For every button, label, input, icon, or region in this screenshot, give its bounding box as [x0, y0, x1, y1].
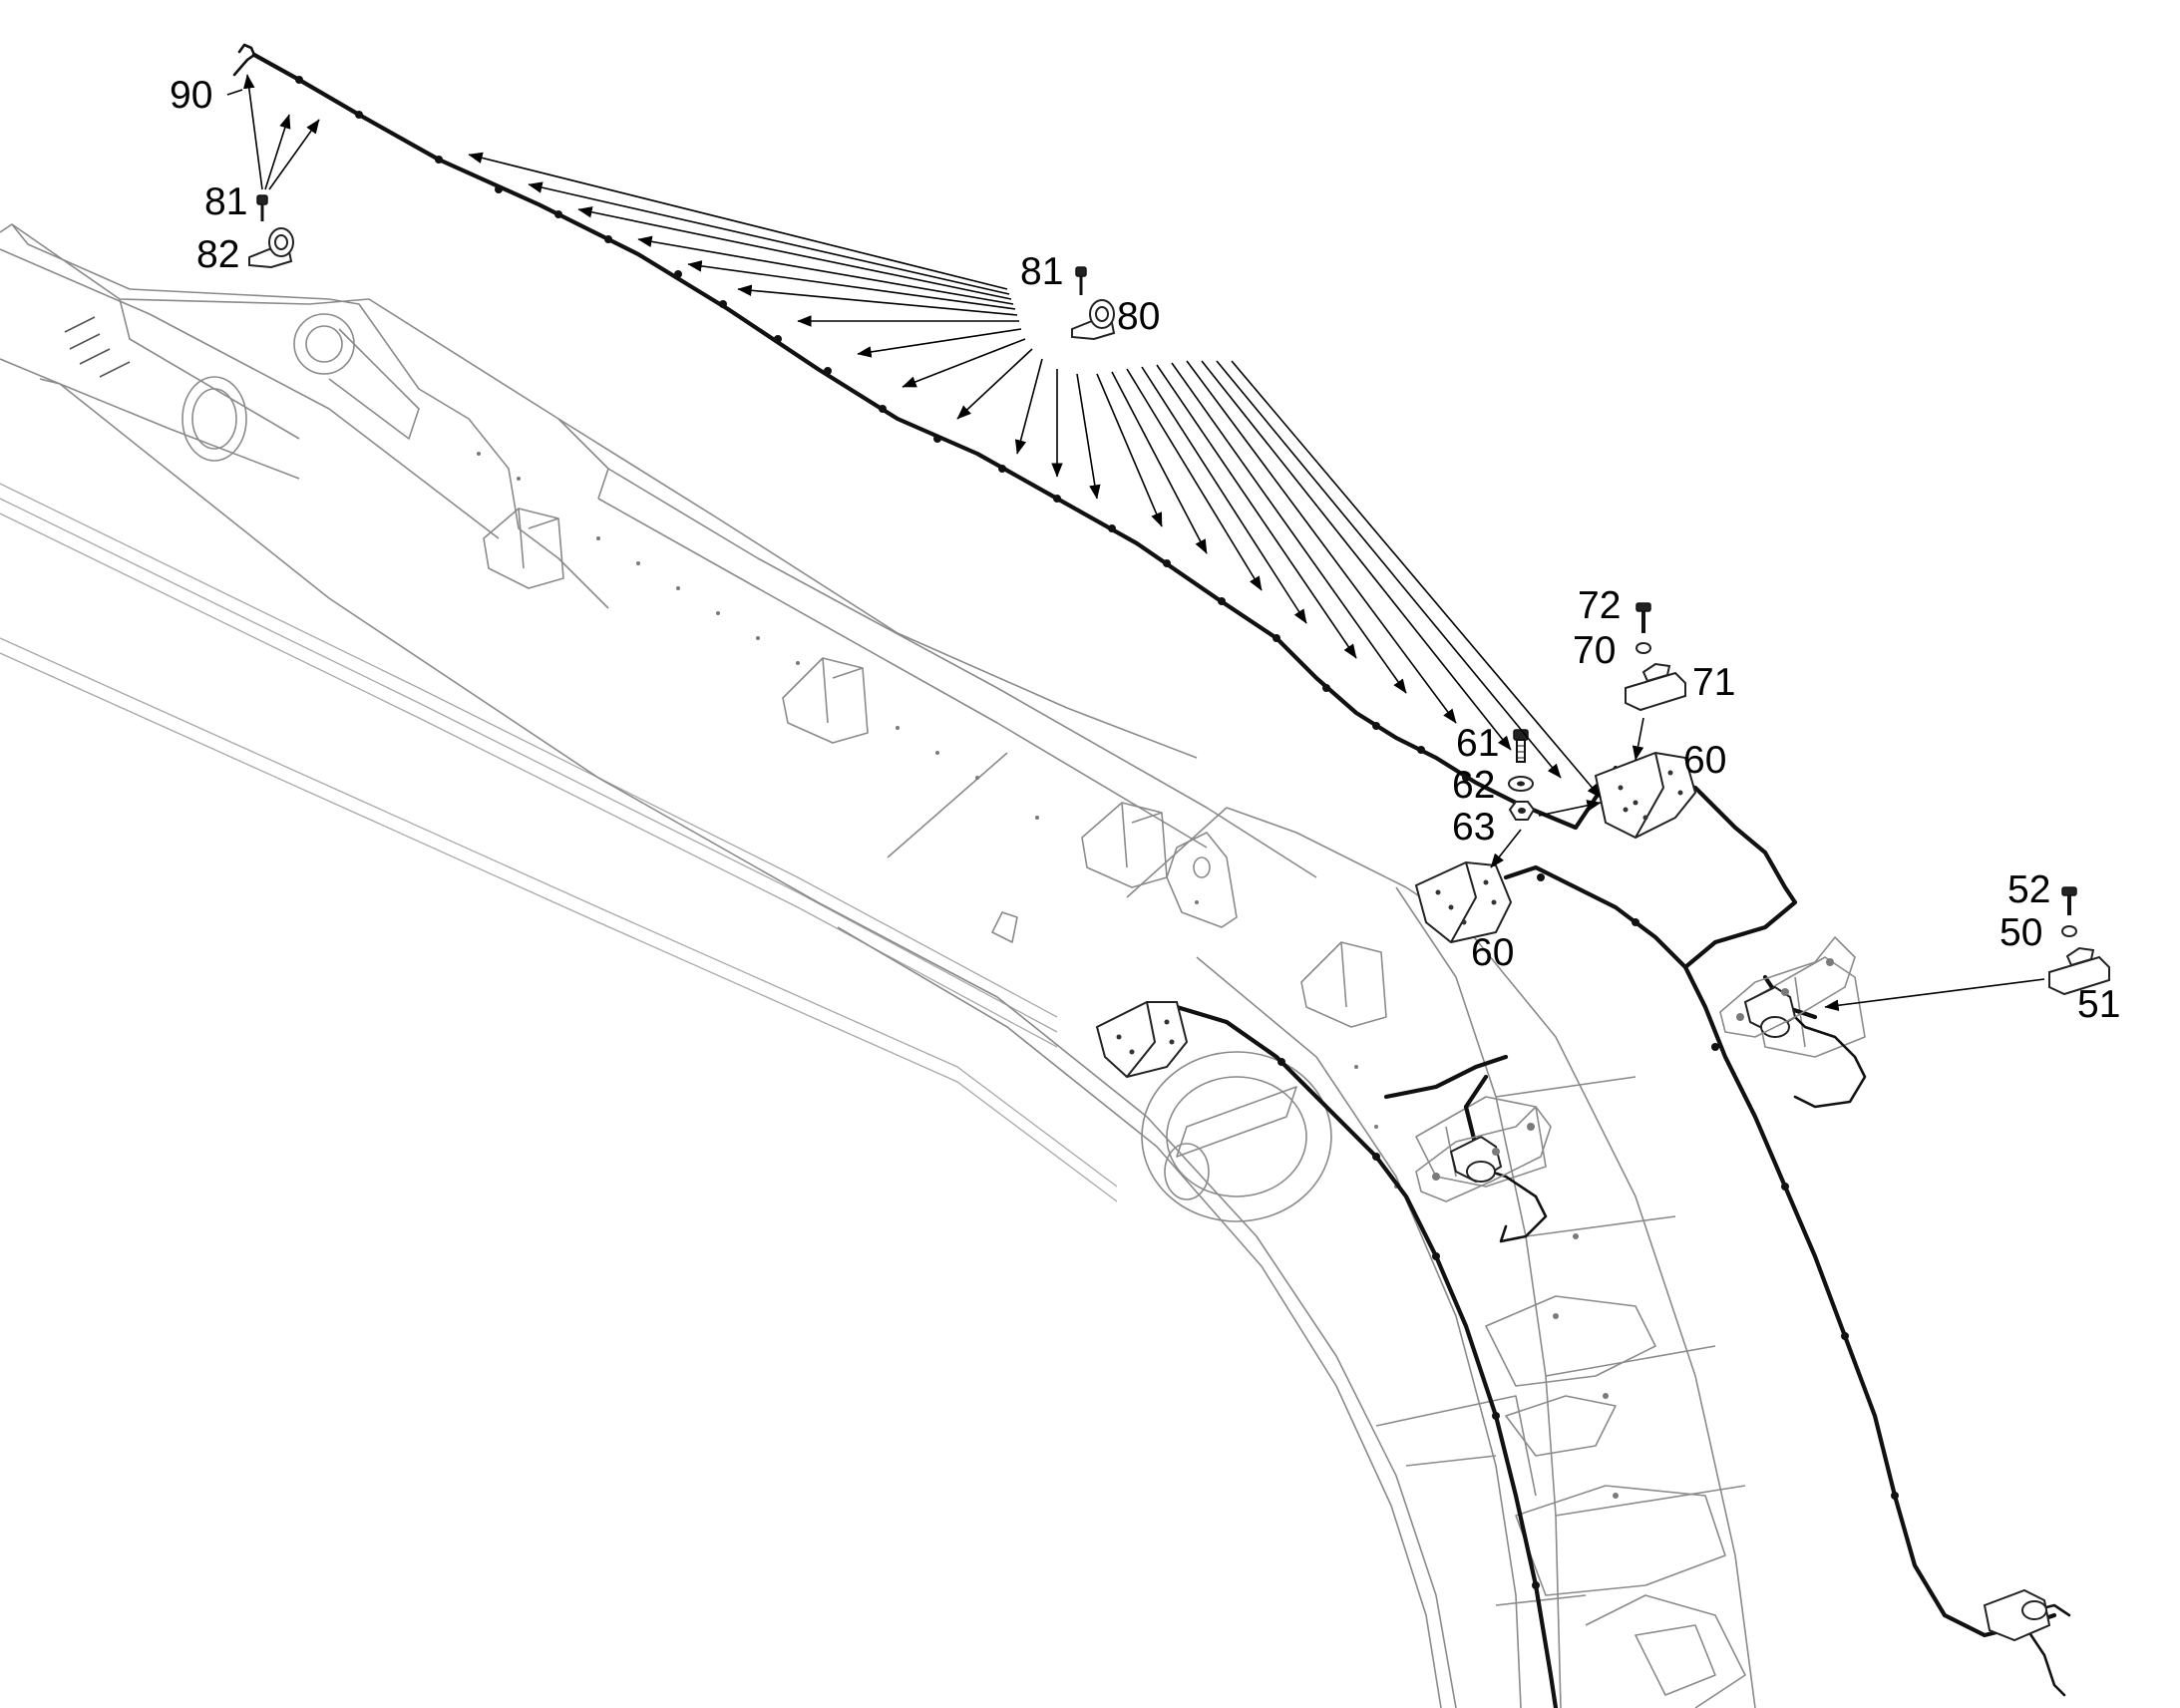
boom-bracket	[782, 657, 869, 744]
sensor-left	[1449, 1135, 1503, 1184]
sensor-bottom-right	[1983, 1588, 2051, 1642]
callout-70: 70	[1573, 629, 1616, 672]
bolt-61	[1513, 729, 1529, 763]
callout-62: 62	[1452, 764, 1495, 807]
harness-clips	[295, 76, 1899, 1589]
bolt-81-center	[1075, 266, 1087, 295]
bolt-52	[2061, 886, 2077, 915]
callout-81-center: 81	[1020, 250, 1063, 293]
boom-structure	[0, 223, 1866, 1708]
callout-90: 90	[170, 74, 212, 117]
callout-82: 82	[196, 233, 239, 276]
washer-50	[2061, 925, 2077, 937]
callout-52: 52	[2007, 868, 2050, 911]
parts	[248, 194, 2110, 1642]
bracket-60-upper	[1594, 751, 1697, 840]
washer-70	[1635, 642, 1651, 654]
callout-72: 72	[1578, 584, 1621, 627]
clamp-71	[1625, 662, 1686, 712]
clip-80	[1071, 299, 1116, 341]
clip-82	[248, 227, 294, 269]
callout-81-upper-left: 81	[204, 180, 247, 223]
callout-60-lower: 60	[1471, 931, 1514, 974]
boom-bracket	[1081, 802, 1168, 888]
leader-lines	[226, 74, 2045, 1011]
callout-71: 71	[1692, 661, 1735, 704]
wire-harness	[232, 43, 2071, 1708]
callout-60-upper: 60	[1683, 739, 1726, 782]
mounting-plate-right	[1719, 936, 1856, 1038]
boom-bracket	[1300, 941, 1387, 1028]
bracket-60-lower	[1414, 860, 1513, 944]
callout-61: 61	[1456, 722, 1499, 765]
washer-62	[1508, 776, 1534, 792]
bolt-81-upper-left	[256, 194, 268, 221]
callout-63: 63	[1452, 806, 1495, 849]
callout-50: 50	[1999, 911, 2042, 954]
bolt-72	[1635, 602, 1651, 633]
callout-labels: 90 81 82 81 80 72 70 71 61 60 62 63 60 5…	[170, 74, 2120, 1026]
boom-bracket	[483, 508, 564, 589]
mounting-plate-left	[1415, 1106, 1552, 1202]
nut-63	[1508, 801, 1536, 821]
callout-80: 80	[1117, 295, 1160, 338]
callout-51: 51	[2077, 983, 2120, 1026]
clamp-51	[2048, 946, 2110, 996]
bracket-mounted-boom	[1095, 1001, 1189, 1079]
boom-rivets	[477, 452, 1398, 1189]
